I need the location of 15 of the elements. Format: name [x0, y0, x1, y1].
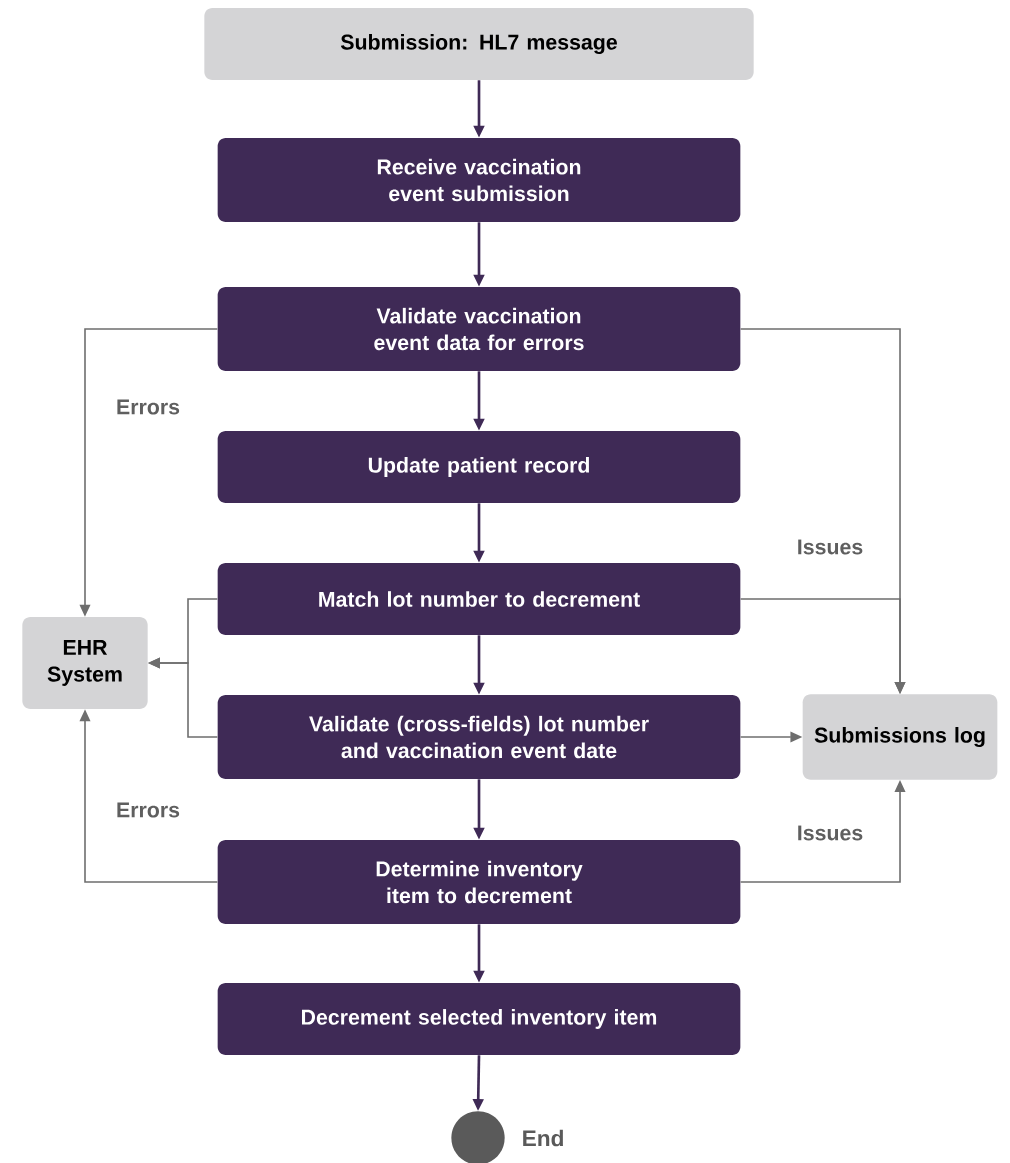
process-box: Validate (cross-fields) lot number and vaccination event date: [217, 695, 741, 779]
process-box: Match lot number to decrement: [217, 563, 741, 635]
edge-label: Issues: [794, 536, 866, 558]
process-box: Determine inventory item to decrement: [217, 840, 741, 924]
process-box: Update patient record: [217, 431, 741, 503]
end-label: End: [523, 1129, 563, 1147]
edge-label: Issues: [794, 822, 866, 844]
system-box: EHR System: [22, 617, 148, 709]
system-box: Submissions log: [802, 694, 998, 780]
edge-label: Errors: [113, 799, 183, 821]
edge-label: Errors: [113, 396, 183, 418]
process-box: Decrement selected inventory item: [217, 983, 741, 1055]
input-box: Submission: HL7 message: [204, 8, 754, 80]
process-box: Receive vaccination event submission: [217, 138, 741, 222]
process-box: Validate vaccination event data for errors: [217, 287, 741, 371]
